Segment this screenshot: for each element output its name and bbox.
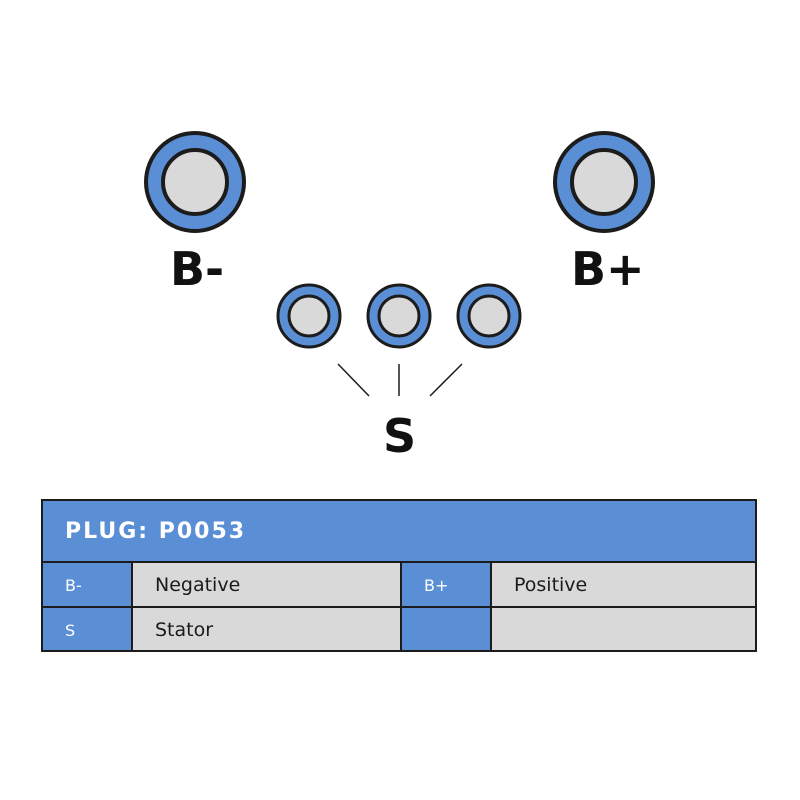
plug-header: PLUG: P0053 xyxy=(43,501,755,563)
pin-s-1-core xyxy=(287,294,331,338)
pin-code-cell: B- xyxy=(43,563,133,608)
pin-b-plus xyxy=(553,131,655,233)
pin-code-cell: B+ xyxy=(402,563,492,608)
pin-code-cell: S xyxy=(43,608,133,650)
pin-s-1 xyxy=(276,283,342,349)
leader-line-s-3 xyxy=(429,363,463,397)
pin-label-b-minus: B- xyxy=(170,242,225,296)
connector-diagram xyxy=(144,131,655,397)
plug-title: PLUG: P0053 xyxy=(65,519,247,544)
pin-s-2-core xyxy=(377,294,421,338)
pin-label-b-plus: B+ xyxy=(571,242,645,296)
pin-b-plus-core xyxy=(570,148,638,216)
pin-description-cell: Positive xyxy=(492,563,755,608)
pin-code-cell xyxy=(402,608,492,650)
plug-table: PLUG: P0053 B- Negative B+ Positive S St… xyxy=(41,499,757,652)
pin-description-cell: Stator xyxy=(133,608,402,650)
pin-b-minus xyxy=(144,131,246,233)
leader-line-s-1 xyxy=(337,363,370,397)
pin-b-minus-core xyxy=(161,148,229,216)
pin-s-3-core xyxy=(467,294,511,338)
pin-description-cell: Negative xyxy=(133,563,402,608)
pin-description-cell xyxy=(492,608,755,650)
pin-s-2 xyxy=(366,283,432,349)
pin-s-3 xyxy=(456,283,522,349)
pin-label-s: S xyxy=(383,409,417,463)
